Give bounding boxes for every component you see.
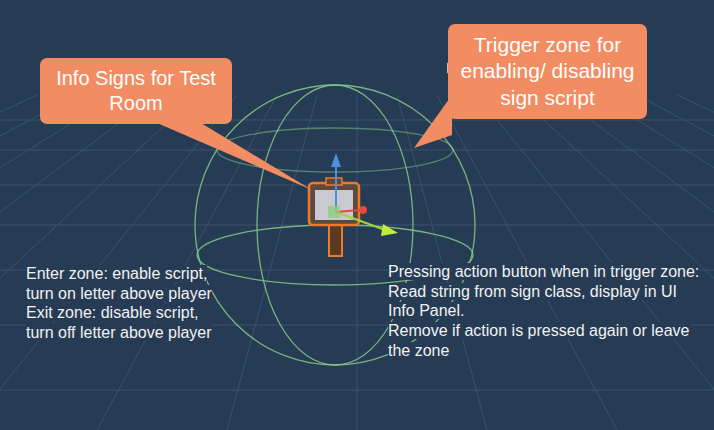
note-column: Pressing action button when in trigger z…: [388, 262, 700, 360]
note-text: Read string from sign class, display in …: [388, 283, 677, 320]
transform-gizmo: [328, 153, 398, 236]
callout-box: Info Signs for Test Room: [40, 58, 232, 124]
callout-box: Trigger zone for enabling/ disabling sig…: [448, 24, 647, 119]
callout-text: Trigger zone for enabling/ disabling sig…: [458, 32, 637, 111]
note-text: Remove if action is pressed again or lea…: [388, 322, 690, 359]
note-text: Exit zone: disable script, turn off lett…: [26, 304, 212, 341]
ground-grid: [0, 95, 714, 430]
note-column: Enter zone: enable script, turn on lette…: [26, 264, 212, 343]
callout-text: Info Signs for Test Room: [50, 66, 222, 116]
note-text: Pressing action button when in trigger z…: [388, 263, 699, 280]
note-text: Enter zone: enable script, turn on lette…: [26, 265, 212, 302]
